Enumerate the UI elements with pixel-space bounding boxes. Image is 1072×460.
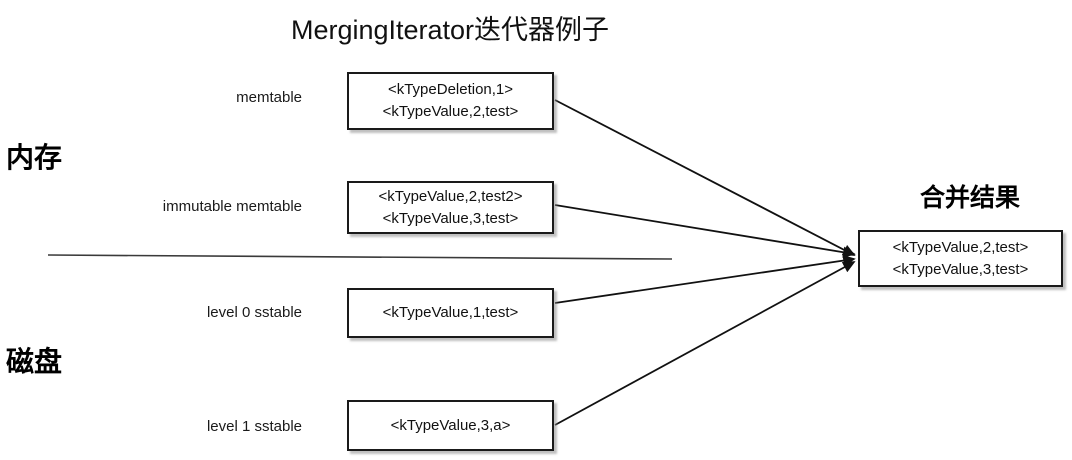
divider-memory-disk — [47, 254, 673, 260]
connector-immutable-memtable-to-result — [554, 204, 856, 258]
row-label-memtable: memtable — [236, 89, 302, 106]
node-level-0-sstable-entry-0: <kTypeValue,1,test> — [382, 304, 519, 322]
node-memtable-entry-1: <kTypeValue,2,test> — [382, 103, 519, 120]
node-merge-result-entry-0: <kTypeValue,2,test> — [892, 238, 1029, 256]
tier-label-disk: 磁盘 — [6, 346, 63, 377]
page-title: MergingIterator迭代器例子 — [290, 15, 610, 45]
row-label-level-0-sstable: level 0 sstable — [206, 304, 302, 321]
result-heading: 合并结果 — [919, 184, 1020, 212]
row-label-level-1-sstable: level 1 sstable — [206, 418, 302, 435]
tier-label-memory: 内存 — [6, 142, 63, 173]
node-memtable[interactable]: <kTypeDeletion,1> <kTypeValue,2,test> — [347, 72, 554, 130]
connector-memtable-to-result — [554, 99, 856, 256]
node-immutable-memtable[interactable]: <kTypeValue,2,test2> <kTypeValue,3,test> — [347, 181, 554, 234]
connector-level-0-sstable-to-result — [554, 254, 856, 304]
node-level-1-sstable[interactable]: <kTypeValue,3,a> — [347, 400, 554, 451]
node-merge-result-entry-1: <kTypeValue,3,test> — [892, 260, 1029, 278]
node-level-0-sstable[interactable]: <kTypeValue,1,test> — [347, 288, 554, 338]
node-immutable-memtable-entry-0: <kTypeValue,2,test2> — [378, 187, 523, 205]
node-immutable-memtable-entry-1: <kTypeValue,3,test> — [382, 209, 519, 227]
node-merge-result[interactable]: <kTypeValue,2,test> <kTypeValue,3,test> — [858, 230, 1063, 287]
row-label-immutable-memtable: immutable memtable — [162, 198, 302, 215]
node-level-1-sstable-entry-0: <kTypeValue,3,a> — [390, 416, 511, 434]
connector-level-1-sstable-to-result — [554, 261, 856, 426]
node-memtable-entry-0: <kTypeDeletion,1> — [387, 81, 514, 99]
